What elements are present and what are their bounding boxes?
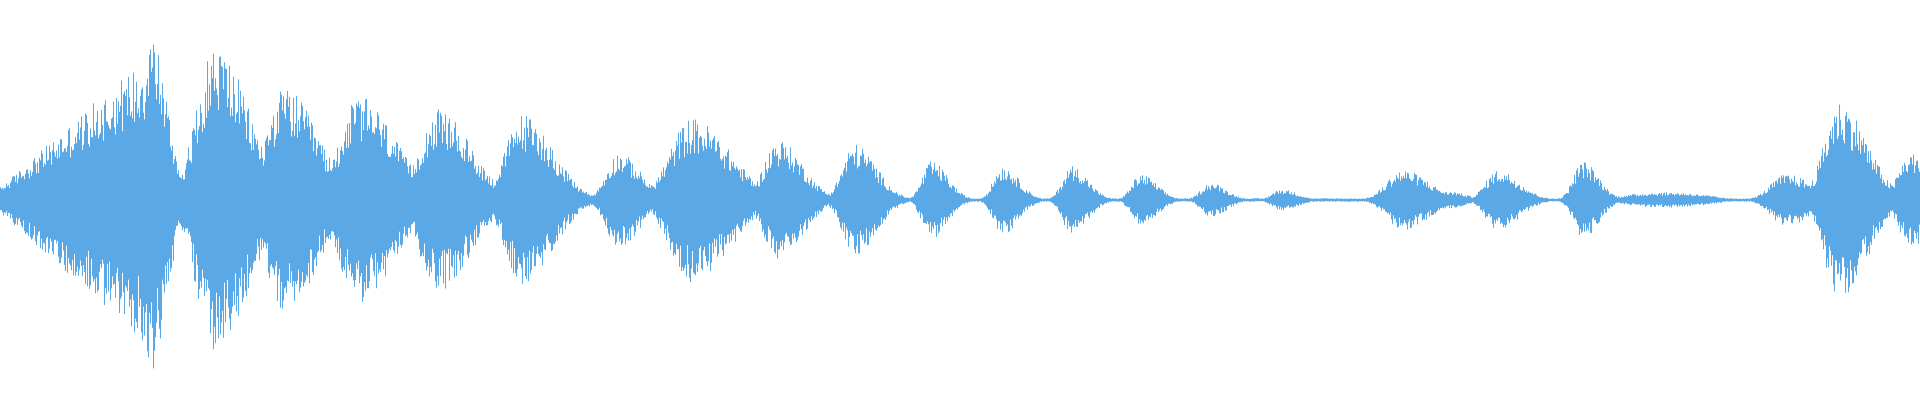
waveform-path xyxy=(0,44,1920,369)
waveform-samples xyxy=(0,44,1920,369)
